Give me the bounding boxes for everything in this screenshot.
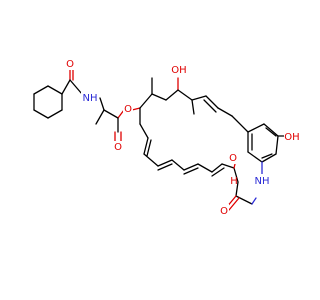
atom-labels: NH O O O OH OH O H NH O bbox=[65, 58, 300, 217]
phenol-oh-label: OH bbox=[284, 132, 299, 143]
lactam-nh-label: NH bbox=[255, 176, 270, 187]
alanine-backbone bbox=[95, 97, 125, 143]
macrocycle-top bbox=[131, 77, 219, 115]
structure-svg: NH O O O OH OH O H NH O bbox=[33, 58, 300, 217]
hydroxyl-top-label: OH bbox=[171, 65, 186, 76]
ester-oxygen-label: O bbox=[124, 104, 132, 115]
amide-nh-label: NH bbox=[83, 93, 98, 104]
aromatic-ring bbox=[247, 123, 291, 175]
macrocycle-right bbox=[217, 107, 249, 133]
cyclohexane-ring bbox=[33, 85, 63, 119]
hydroxyl-lower-oxygen-label: O bbox=[229, 153, 237, 164]
molecule-diagram: NH O O O OH OH O H NH O bbox=[33, 58, 300, 217]
lactam-oxygen-label: O bbox=[220, 206, 228, 217]
polyene-chain bbox=[139, 107, 225, 177]
ester-carbonyl-oxygen-label: O bbox=[114, 142, 122, 153]
amide-oxygen-label: O bbox=[66, 59, 74, 70]
hydroxyl-lower-hydrogen-label: H bbox=[230, 176, 238, 187]
